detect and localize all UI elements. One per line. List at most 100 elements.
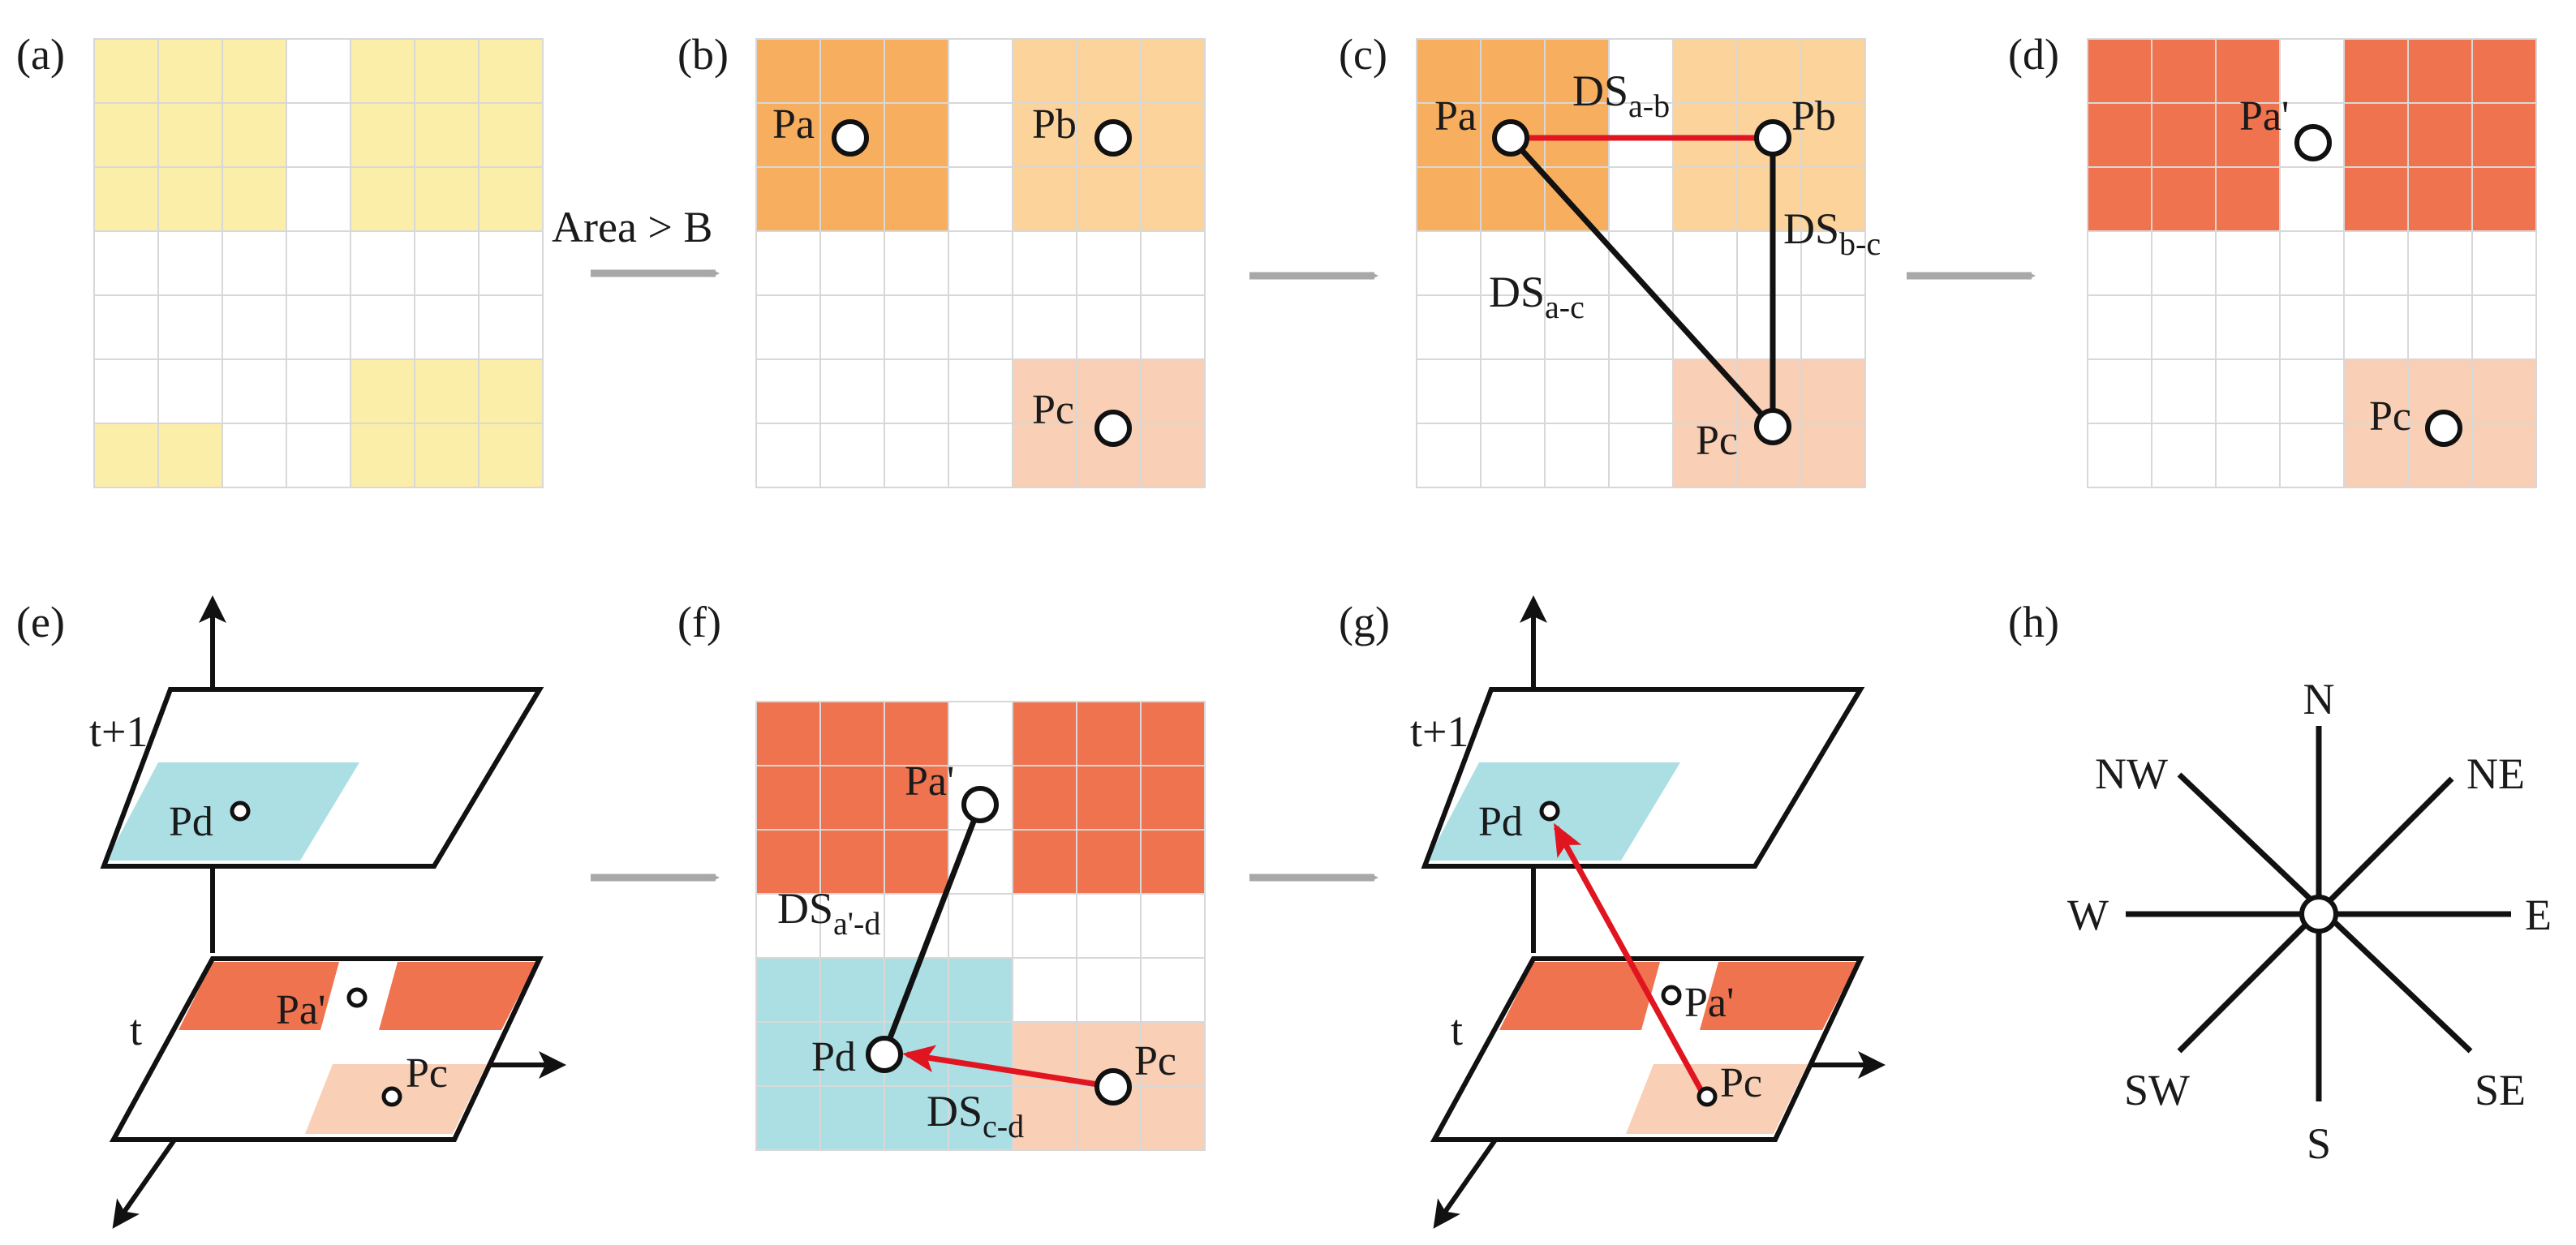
point-pa xyxy=(832,119,869,157)
grid-cell xyxy=(1012,38,1077,104)
grid-cell xyxy=(2151,230,2217,296)
grid-cell xyxy=(414,294,480,360)
grid-cell xyxy=(414,358,480,424)
grid-cell xyxy=(2215,294,2281,360)
grid-cell xyxy=(2151,423,2217,488)
distance-label-cd: DSc-d xyxy=(927,1087,1024,1144)
grid-cell xyxy=(157,294,223,360)
grid-panel-c xyxy=(1416,38,1866,488)
grid-cell xyxy=(93,423,159,488)
grid-cell xyxy=(1140,423,1206,488)
grid-cell xyxy=(1544,230,1610,296)
point-label-pa-prime: Pa' xyxy=(905,758,954,805)
grid-cell xyxy=(1140,230,1206,296)
point-label-pa-prime: Pa' xyxy=(1684,980,1734,1026)
compass-e: E xyxy=(2525,891,2552,939)
grid-cell xyxy=(2471,230,2537,296)
grid-cell xyxy=(1140,1021,1206,1087)
grid-cell xyxy=(1736,38,1802,104)
grid-cell xyxy=(2471,166,2537,232)
grid-cell xyxy=(2151,38,2217,104)
grid-cell xyxy=(755,423,821,488)
grid-panel-a xyxy=(93,38,544,488)
panel-label-e: (e) xyxy=(16,598,65,646)
panel-c-distances: DSa-b DSb-c DSa-c Pa Pb Pc xyxy=(1434,67,1881,464)
point-pc xyxy=(1754,408,1791,445)
distance-line-cd xyxy=(902,1045,1114,1090)
grid-cell xyxy=(478,230,544,296)
grid-cell xyxy=(1012,423,1077,488)
grid-cell xyxy=(414,230,480,296)
grid-cell xyxy=(286,230,351,296)
grid-cell xyxy=(1800,423,1866,488)
grid-cell xyxy=(1800,294,1866,360)
grid-cell xyxy=(1544,423,1610,488)
grid-cell xyxy=(755,230,821,296)
grid-cell xyxy=(948,701,1013,766)
grid-cell xyxy=(1012,893,1077,959)
grid-cell xyxy=(221,38,287,104)
grid-cell xyxy=(2407,230,2473,296)
grid-cell xyxy=(1012,957,1077,1023)
grid-cell xyxy=(1416,358,1482,424)
point-pd xyxy=(1539,801,1560,822)
grid-cell xyxy=(1140,166,1206,232)
grid-cell xyxy=(2151,166,2217,232)
point-label-pb: Pb xyxy=(1032,101,1077,148)
grid-cell xyxy=(2343,294,2409,360)
point-pc xyxy=(381,1086,402,1107)
grid-cell xyxy=(1140,358,1206,424)
grid-cell xyxy=(2087,230,2152,296)
grid-cell xyxy=(2151,294,2217,360)
panel-e-layers: t+1 t Pd Pa' Pc xyxy=(89,595,566,1229)
grid-cell xyxy=(414,166,480,232)
point-label-pa-prime: Pa' xyxy=(2239,93,2289,140)
layer-label-t: t xyxy=(1451,1006,1463,1054)
grid-cell xyxy=(948,957,1013,1023)
distance-line-ad xyxy=(881,803,983,1054)
compass-n: N xyxy=(2303,675,2335,723)
grid-cell xyxy=(1672,358,1738,424)
grid-cell xyxy=(286,38,351,104)
grid-cell xyxy=(478,294,544,360)
grid-cell xyxy=(2471,38,2537,104)
grid-cell xyxy=(1140,1085,1206,1151)
grid-cell xyxy=(93,230,159,296)
grid-cell xyxy=(884,38,949,104)
grid-cell xyxy=(350,423,415,488)
grid-cell xyxy=(755,957,821,1023)
grid-cell xyxy=(1140,893,1206,959)
grid-cell xyxy=(2087,38,2152,104)
grid-cell xyxy=(221,102,287,168)
grid-cell xyxy=(1140,38,1206,104)
region-a-right xyxy=(1700,962,1857,1030)
panel-label-h: (h) xyxy=(2008,598,2059,646)
grid-cell xyxy=(2087,358,2152,424)
grid-cell xyxy=(1140,829,1206,895)
grid-cell xyxy=(1076,829,1142,895)
compass-nw: NW xyxy=(2095,749,2168,798)
point-label-pc: Pc xyxy=(2369,393,2411,440)
panel-label-d: (d) xyxy=(2008,30,2059,79)
grid-cell xyxy=(1012,701,1077,766)
grid-cell xyxy=(414,423,480,488)
point-label-pb: Pb xyxy=(1791,93,1836,140)
grid-cell xyxy=(2087,423,2152,488)
movement-vector xyxy=(1553,822,1709,1100)
grid-cell xyxy=(755,829,821,895)
grid-cell xyxy=(1012,294,1077,360)
grid-cell xyxy=(221,294,287,360)
grid-cell xyxy=(948,38,1013,104)
grid-cell xyxy=(157,423,223,488)
grid-cell xyxy=(948,893,1013,959)
grid-cell xyxy=(755,166,821,232)
grid-cell xyxy=(1672,38,1738,104)
grid-cell xyxy=(2407,102,2473,168)
grid-cell xyxy=(819,166,885,232)
grid-cell xyxy=(93,294,159,360)
grid-cell xyxy=(93,102,159,168)
grid-cell xyxy=(2279,38,2345,104)
grid-cell xyxy=(157,102,223,168)
region-a-right xyxy=(379,962,536,1030)
grid-cell xyxy=(1608,230,1674,296)
